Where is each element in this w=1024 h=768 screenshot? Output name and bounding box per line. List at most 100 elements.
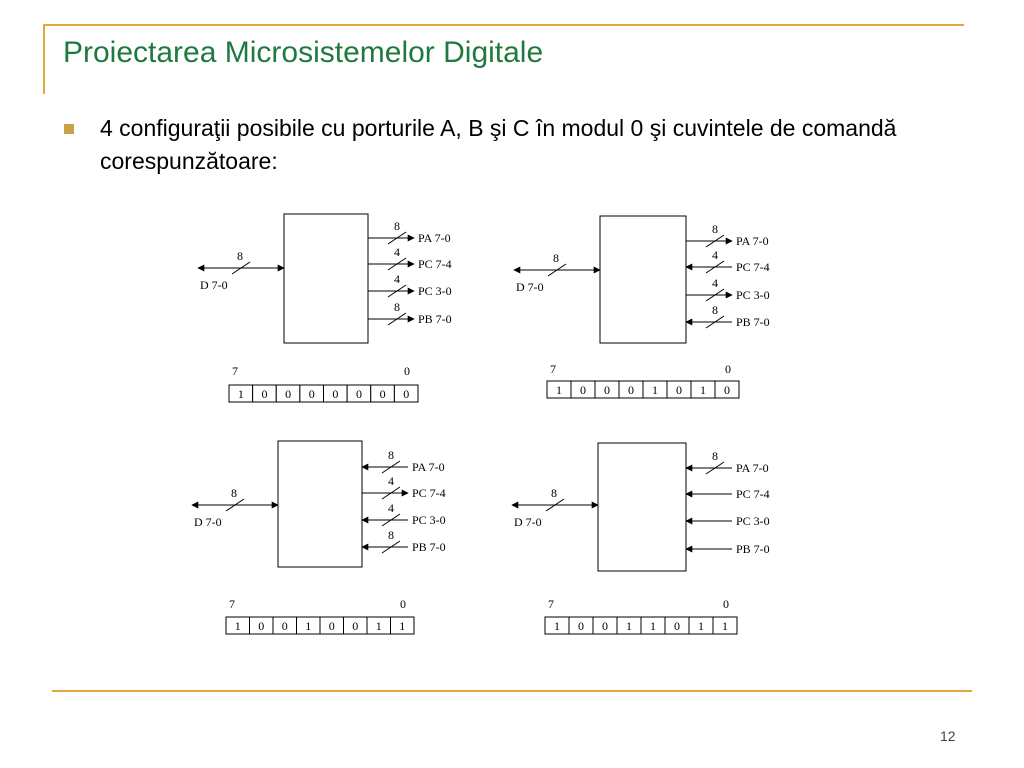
- bit-cell: [714, 380, 740, 399]
- bit-value: 0: [356, 387, 362, 401]
- port-label: PC 7-4: [418, 257, 452, 271]
- port-label: PC 3-0: [736, 514, 770, 528]
- bit-value: 0: [602, 619, 608, 633]
- ppi-8255-box: [283, 213, 369, 344]
- bus-width-slash: [381, 486, 401, 500]
- bit-value: 0: [674, 619, 680, 633]
- bus-width-slash: [381, 540, 401, 554]
- port-width: 4: [388, 474, 394, 488]
- bit-cell: [390, 616, 415, 635]
- port-label: PB 7-0: [736, 542, 770, 556]
- bit-value: 0: [352, 619, 358, 633]
- bit-value: 0: [604, 383, 610, 397]
- lsb-label: 0: [725, 362, 731, 376]
- left-rule: [43, 24, 45, 94]
- data-bus-width: 8: [551, 486, 557, 500]
- port-label: PC 7-4: [736, 260, 770, 274]
- port-label: PB 7-0: [736, 315, 770, 329]
- port-label: PC 7-4: [412, 486, 446, 500]
- bullet-text: 4 configuraţii posibile cu porturile A, …: [100, 115, 897, 174]
- bit-value: 0: [309, 387, 315, 401]
- bit-value: 0: [580, 383, 586, 397]
- bus-width-slash: [545, 498, 565, 512]
- bit-value: 1: [700, 383, 706, 397]
- bit-value: 0: [403, 387, 409, 401]
- bus-width-slash: [547, 263, 567, 277]
- lsb-label: 0: [400, 597, 406, 611]
- page-number: 12: [940, 728, 956, 744]
- bit-value: 1: [626, 619, 632, 633]
- lsb-label: 0: [723, 597, 729, 611]
- bit-value: 1: [238, 387, 244, 401]
- bus-width-slash: [381, 460, 401, 474]
- bit-cell: [393, 384, 419, 403]
- bit-value: 1: [399, 619, 405, 633]
- config-diagram-4: 8 D 7-0 8 PA 7-0 PC 7-4 PC 3-0 PB 7-0 7 0 1 0 0 1 1 0 1…: [511, 442, 770, 635]
- bit-value: 0: [724, 383, 730, 397]
- bus-width-slash: [705, 315, 725, 329]
- port-label: PA 7-0: [736, 461, 769, 475]
- bit-value: 0: [285, 387, 291, 401]
- bit-value: 0: [261, 387, 267, 401]
- port-label: PC 3-0: [412, 513, 446, 527]
- port-width: 8: [394, 219, 400, 233]
- data-bus-label: D 7-0: [516, 280, 544, 294]
- bit-value: 1: [722, 619, 728, 633]
- bit-value: 0: [380, 387, 386, 401]
- bus-width-slash: [387, 284, 407, 298]
- msb-label: 7: [548, 597, 554, 611]
- port-width: 8: [712, 303, 718, 317]
- bit-value: 1: [235, 619, 241, 633]
- msb-label: 7: [232, 364, 238, 378]
- bit-value: 1: [554, 619, 560, 633]
- port-width: 8: [712, 449, 718, 463]
- port-width: 4: [712, 248, 718, 262]
- bus-width-slash: [705, 234, 725, 248]
- bullet-icon: [64, 124, 74, 134]
- bit-value: 1: [376, 619, 382, 633]
- bus-width-slash: [387, 231, 407, 245]
- data-bus-width: 8: [237, 249, 243, 263]
- bus-width-slash: [387, 257, 407, 271]
- port-label: PB 7-0: [418, 312, 452, 326]
- bus-width-slash: [705, 288, 725, 302]
- bus-width-slash: [705, 260, 725, 274]
- bit-value: 0: [628, 383, 634, 397]
- ppi-8255-box: [277, 440, 363, 568]
- bus-width-slash: [231, 261, 251, 275]
- port-width: 8: [394, 300, 400, 314]
- bit-value: 1: [556, 383, 562, 397]
- bit-value: 0: [578, 619, 584, 633]
- slide-title: Proiectarea Microsistemelor Digitale: [63, 36, 544, 69]
- data-bus-label: D 7-0: [514, 515, 542, 529]
- bus-width-slash: [705, 461, 725, 475]
- top-rule: [43, 24, 964, 26]
- port-width: 8: [388, 528, 394, 542]
- bit-value: 0: [332, 387, 338, 401]
- port-label: PA 7-0: [418, 231, 451, 245]
- bit-value: 1: [650, 619, 656, 633]
- bus-width-slash: [381, 513, 401, 527]
- port-width: 4: [712, 276, 718, 290]
- bus-width-slash: [387, 312, 407, 326]
- port-label: PC 3-0: [418, 284, 452, 298]
- port-label: PC 7-4: [736, 487, 770, 501]
- bit-value: 0: [676, 383, 682, 397]
- bit-cell: [712, 616, 738, 635]
- port-width: 4: [394, 245, 400, 259]
- data-bus-width: 8: [231, 486, 237, 500]
- bit-value: 0: [329, 619, 335, 633]
- port-label: PC 3-0: [736, 288, 770, 302]
- port-width: 8: [388, 448, 394, 462]
- lsb-label: 0: [404, 364, 410, 378]
- bottom-rule: [52, 690, 972, 692]
- ppi-8255-box: [597, 442, 687, 572]
- port-width: 8: [712, 222, 718, 236]
- bit-value: 0: [258, 619, 264, 633]
- port-width: 4: [388, 501, 394, 515]
- bit-value: 1: [305, 619, 311, 633]
- data-bus-width: 8: [553, 251, 559, 265]
